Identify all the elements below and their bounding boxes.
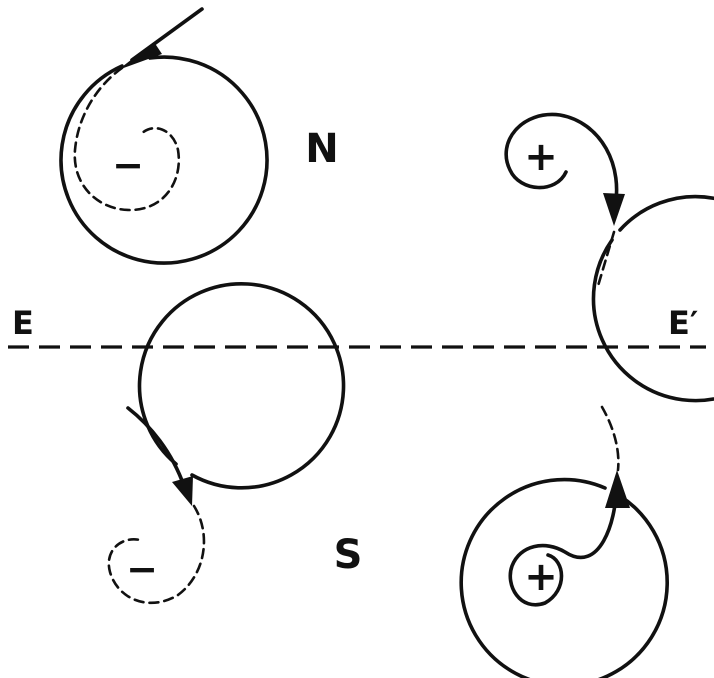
vortex-south-east: + <box>459 405 669 678</box>
vortex-south-west: − <box>107 282 346 605</box>
vortex-sw-inflow-spiral <box>107 504 206 605</box>
vortex-nw-outer-ring <box>59 55 269 265</box>
vortex-nw-arrowhead <box>118 42 162 70</box>
vortex-ne-sign: + <box>524 134 558 180</box>
vortex-se-spiral <box>508 488 618 607</box>
vortex-nw-sign: − <box>112 143 144 187</box>
equator-label-left: E <box>12 304 34 342</box>
vortex-se-arrowhead <box>605 470 630 508</box>
vortex-sw-sign: − <box>126 547 158 591</box>
vortex-ne-outer-ring <box>591 194 714 403</box>
equator: E E′ <box>8 304 706 349</box>
north-label: N <box>305 126 338 172</box>
equator-label-right: E′ <box>668 304 698 342</box>
vortex-sw-inflow-arrow <box>126 406 186 488</box>
vortex-ne-spiral <box>504 112 619 214</box>
vortex-sw-arrowhead <box>172 476 193 506</box>
vortex-se-outer-ring <box>459 477 669 678</box>
vortex-ne-arrowhead <box>603 193 625 226</box>
vortex-nw-inflow-spiral <box>73 66 181 212</box>
vortex-north-east: + <box>504 112 714 403</box>
vortex-se-outflow-dashed <box>600 405 620 472</box>
south-label: S <box>334 532 363 578</box>
vortex-ne-outflow-dashed <box>596 230 616 288</box>
vortex-north-west: − <box>59 7 269 265</box>
vortex-se-sign: + <box>524 554 558 600</box>
vortex-sw-outer-ring <box>137 282 346 490</box>
